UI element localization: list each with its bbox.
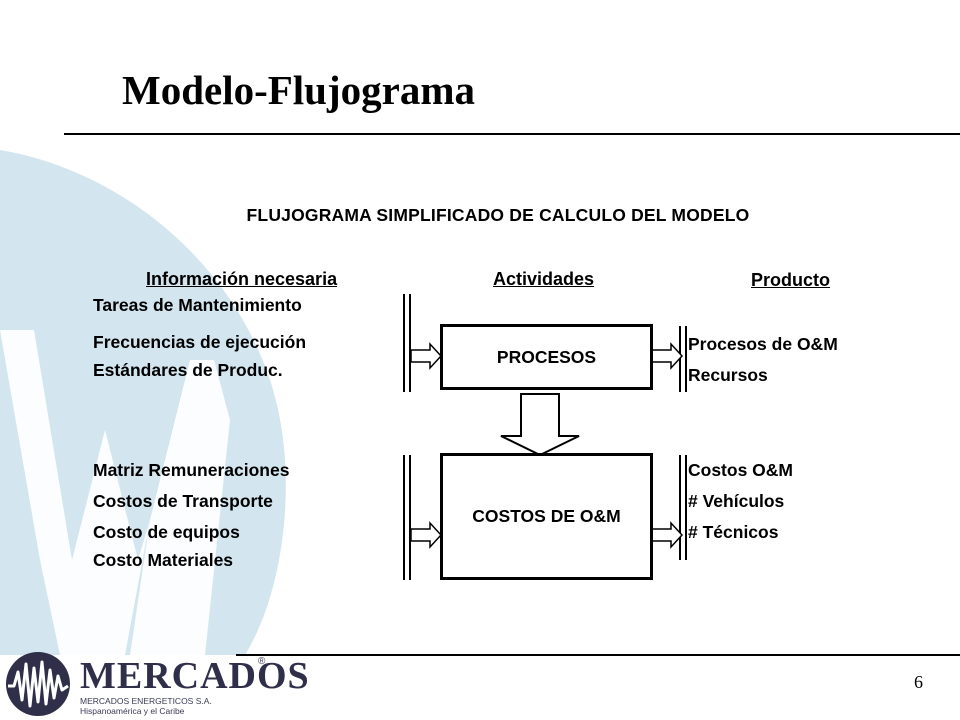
- product-item: # Vehículos: [688, 491, 785, 511]
- arrow-right-icon: [651, 342, 684, 370]
- product-item: Recursos: [688, 365, 768, 385]
- logo-wordmark: MERCADOS: [80, 655, 310, 697]
- footer-divider: [236, 654, 960, 656]
- info-item: Tareas de Mantenimiento: [93, 295, 302, 315]
- info-item: Costo de equipos: [93, 522, 240, 542]
- diagram-subtitle: FLUJOGRAMA SIMPLIFICADO DE CALCULO DEL M…: [246, 205, 750, 225]
- header-product: Producto: [751, 270, 830, 290]
- arrow-down-icon: [500, 393, 580, 457]
- title-divider: [64, 133, 960, 135]
- page-title: Modelo-Flujograma: [122, 67, 475, 113]
- product-item: Procesos de O&M: [688, 334, 838, 354]
- product-item: Costos O&M: [688, 460, 793, 480]
- registered-mark: ®: [258, 656, 266, 667]
- box-procesos: PROCESOS: [440, 324, 653, 390]
- logo-region-line: Hispanoamérica y el Caribe: [80, 706, 185, 716]
- info-item: Costo Materiales: [93, 550, 234, 570]
- header-info: Información necesaria: [146, 269, 338, 289]
- info-item: Matriz Remuneraciones: [93, 460, 290, 480]
- arrow-right-icon: [410, 342, 443, 370]
- product-item: # Técnicos: [688, 522, 779, 542]
- info-item: Frecuencias de ejecución: [93, 332, 307, 352]
- arrow-right-icon: [410, 521, 443, 549]
- header-activities: Actividades: [493, 269, 595, 289]
- info-item: Estándares de Produc.: [93, 360, 283, 380]
- page-number: 6: [914, 672, 923, 692]
- logo-company-line: MERCADOS ENERGETICOS S.A.: [80, 696, 212, 706]
- mercados-logo-icon: [6, 652, 70, 716]
- info-item: Costos de Transporte: [93, 491, 273, 511]
- box-costos: COSTOS DE O&M: [440, 453, 653, 580]
- arrow-right-icon: [651, 521, 684, 549]
